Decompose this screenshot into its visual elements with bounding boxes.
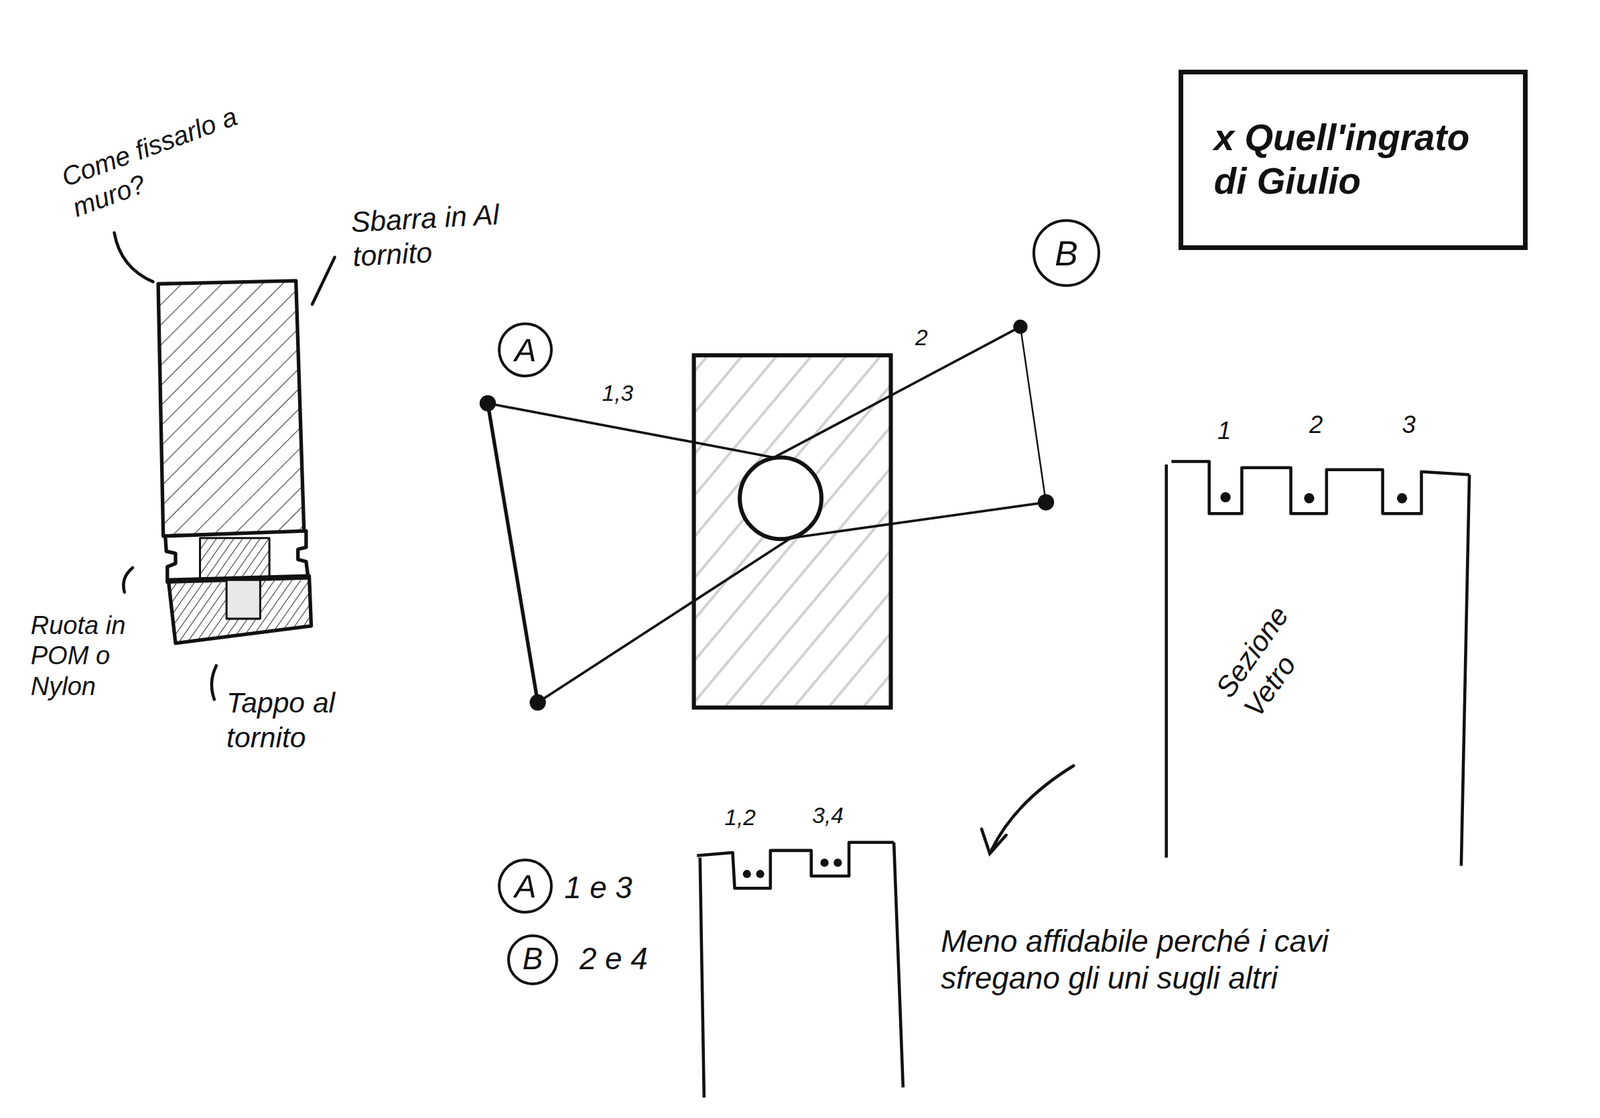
bar-assembly — [200, 538, 271, 579]
part-label: Ruota in POM o Nylon — [30, 610, 144, 703]
bar-assembly — [158, 280, 311, 644]
circled-letter: B — [507, 934, 559, 985]
circled-letter: A — [497, 858, 553, 914]
circled-letter: A — [497, 322, 553, 378]
circle-letter: B — [522, 940, 543, 978]
pointer-arrow — [981, 765, 1074, 853]
pulley-dot — [1037, 493, 1054, 510]
cable-routing — [487, 403, 774, 458]
part-label: Tappo al tornito — [226, 685, 400, 754]
cable-dot — [1303, 493, 1314, 504]
circle-letter: B — [1054, 232, 1079, 275]
glass-panel — [694, 355, 892, 708]
cable-assignment: 1 e 3 — [564, 869, 666, 907]
glass-section-alt — [893, 842, 904, 1088]
bar-assembly — [226, 579, 260, 619]
glass-panel — [694, 355, 892, 708]
pulley-dot — [479, 319, 1054, 711]
glass-section — [1166, 461, 1470, 866]
cable-routing — [790, 501, 1046, 538]
part-label: Sbarra in Al tornito — [350, 192, 589, 275]
circle-letter: A — [514, 866, 537, 906]
bar-assembly — [158, 280, 305, 537]
circled-letter: B — [1032, 219, 1101, 287]
cable-dot — [743, 869, 752, 878]
cable-number: 2 — [915, 324, 947, 352]
cable-dot — [743, 858, 843, 878]
pulley-dot — [479, 395, 496, 412]
glass-section-alt — [696, 842, 894, 889]
leader-line — [123, 567, 133, 593]
cable-routing — [487, 326, 1046, 703]
design-note: Meno affidabile perché i cavi sfregano g… — [940, 923, 1390, 997]
groove-number: 2 — [1309, 410, 1341, 440]
groove-number: 1,2 — [724, 804, 781, 831]
cable-routing — [487, 403, 539, 703]
section-label: Sezione Vetro — [1208, 579, 1338, 724]
cable-dot — [1220, 491, 1408, 504]
groove-number: 3 — [1402, 410, 1434, 440]
pulley-dot — [1013, 319, 1028, 334]
leader-line — [312, 257, 336, 305]
glass-section — [1171, 461, 1470, 514]
cable-dot — [820, 858, 829, 867]
cable-number: 1,3 — [602, 379, 664, 407]
groove-number: 3,4 — [812, 802, 869, 829]
leader-line — [114, 232, 336, 699]
bar-assembly — [168, 575, 311, 644]
title-text: x Quell'ingrato di Giulio — [1214, 115, 1493, 205]
pulley-dot — [529, 694, 546, 711]
question-note: Come fissarlo a muro? — [57, 81, 305, 224]
glass-section-alt — [696, 842, 904, 1098]
pointer-arrow — [981, 828, 1007, 854]
cable-assignment: 2 e 4 — [579, 940, 682, 978]
glass-section — [1164, 464, 1168, 857]
glass-section-alt — [700, 857, 705, 1098]
cable-dot — [1220, 491, 1231, 502]
leader-line — [211, 665, 217, 699]
cable-dot — [1396, 493, 1408, 504]
bar-assembly — [165, 530, 309, 582]
cable-dot — [833, 858, 842, 867]
cable-routing — [770, 326, 1021, 459]
circle-letter: A — [514, 330, 537, 370]
groove-number: 1 — [1217, 416, 1249, 446]
cable-routing — [739, 456, 822, 539]
cable-routing — [1020, 326, 1046, 502]
title-box: x Quell'ingrato di Giulio — [1178, 69, 1528, 251]
cable-routing — [538, 538, 792, 703]
glass-section — [1461, 474, 1470, 865]
leader-line — [114, 232, 154, 282]
cable-dot — [756, 869, 765, 878]
